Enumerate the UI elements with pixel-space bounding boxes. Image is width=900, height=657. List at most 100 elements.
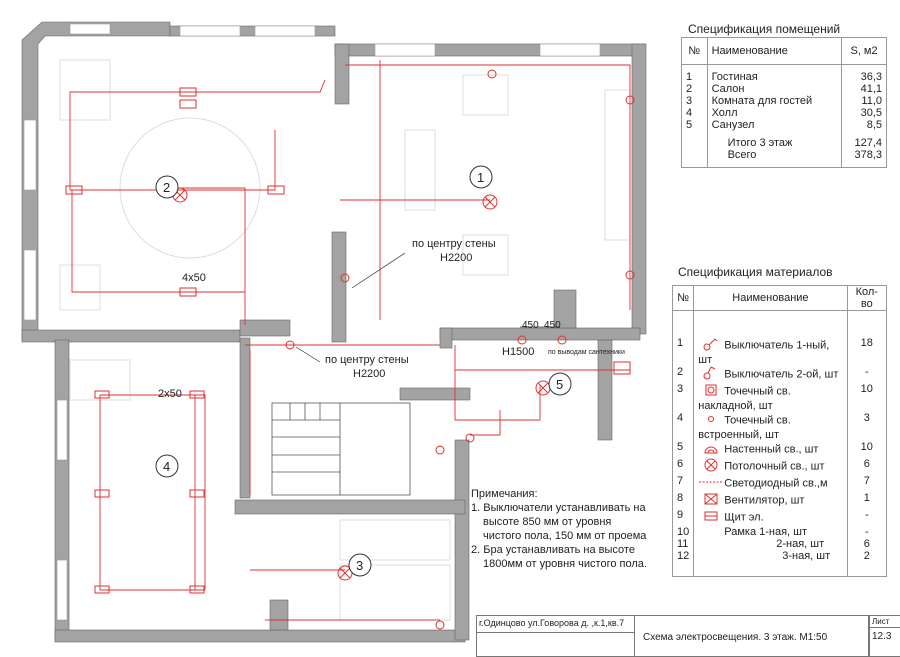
room-markers xyxy=(155,165,572,577)
switch-2-icon xyxy=(698,366,724,383)
cell-number: 1 xyxy=(672,337,695,366)
cell-number: 4 xyxy=(672,412,695,441)
material-name: Настенный св., шт xyxy=(724,443,819,456)
cell-number: 11 xyxy=(672,538,695,550)
material-name: Выключатель 2-ой, шт xyxy=(724,368,839,381)
note-line: 1. Выключатели устанавливать на xyxy=(471,502,646,514)
cell-quantity: 10 xyxy=(846,441,887,458)
table-header: № Наименование S, м2 xyxy=(681,37,887,65)
header-name: Наименование xyxy=(693,285,848,311)
material-name: Точечный св. накладной, шт xyxy=(698,385,791,412)
material-name: Светодиодный св.,м xyxy=(724,477,828,490)
material-name: 2-ная, шт xyxy=(776,538,825,550)
annotation-led-2x50: 2х50 xyxy=(158,388,182,400)
cell-quantity: 1 xyxy=(846,492,887,509)
cell-number: 9 xyxy=(672,509,695,526)
cell-number: 5 xyxy=(672,441,695,458)
cell-quantity: 10 xyxy=(846,383,887,412)
material-name: 3-ная, шт xyxy=(782,550,831,562)
room-number-1: 1 xyxy=(477,170,485,185)
cell-quantity: - xyxy=(846,366,887,383)
cell-area: 36,3 xyxy=(841,71,887,83)
table-row: 11 2-ная, шт 6 xyxy=(672,538,887,550)
cell-number: 2 xyxy=(672,366,695,383)
dimension-450-b: 450 xyxy=(544,320,561,331)
cell-number: 1 xyxy=(686,71,693,83)
header-number: № xyxy=(681,37,708,65)
cell-number: 12 xyxy=(672,550,695,562)
cell-quantity: - xyxy=(846,526,887,538)
total-floor-label: Итого 3 этаж xyxy=(706,137,842,149)
spotlights xyxy=(65,69,635,630)
header-number: № xyxy=(672,285,695,311)
cell-name: Холл xyxy=(706,107,842,119)
windows xyxy=(23,23,601,621)
led-strip-icon xyxy=(698,475,724,492)
note-line: чистого пола, 150 мм от проема xyxy=(483,530,647,542)
table-header: № Наименование Кол-во xyxy=(672,285,887,311)
drawing-title: Схема электросвещения. 3 этаж. М1:50 xyxy=(643,632,828,643)
cell-name: Потолочный св., шт xyxy=(694,458,847,475)
cell-name: Точечный св. накладной, шт xyxy=(694,383,847,412)
room-number-5: 5 xyxy=(556,377,564,392)
cell-number: 3 xyxy=(672,383,695,412)
cell-name: 2-ная, шт xyxy=(694,538,847,550)
cell-number: 7 xyxy=(672,475,695,492)
total-label: Всего xyxy=(706,149,842,168)
cell-area: 11,0 xyxy=(841,95,887,107)
cell-name: Щит эл. xyxy=(694,509,847,526)
cell-name: Настенный св., шт xyxy=(694,441,847,458)
recessed-spotlight-icon xyxy=(698,412,724,429)
cell-area: 41,1 xyxy=(841,83,887,95)
cell-name: Гостиная xyxy=(706,71,842,83)
header-area: S, м2 xyxy=(841,37,887,65)
material-spec-title: Спецификация материалов xyxy=(678,265,833,279)
total-value: 378,3 xyxy=(841,149,887,168)
cell-quantity: - xyxy=(846,509,887,526)
room-number-4: 4 xyxy=(163,459,171,474)
annotation-h2200-1: Н2200 xyxy=(440,252,473,264)
cell-name: 3-ная, шт xyxy=(694,550,847,562)
cell-number: 3 xyxy=(686,95,693,107)
annotation-h2200-2: Н2200 xyxy=(353,368,386,380)
ceiling-light-icon xyxy=(698,458,724,475)
notes-title: Примечания: xyxy=(471,488,538,500)
cell-quantity: 18 xyxy=(846,337,887,366)
dimension-450-a: 450 xyxy=(522,320,539,331)
notes: Примечания: 1. Выключатели устанавливать… xyxy=(471,487,647,571)
sheet-number: 12.3 xyxy=(872,631,892,642)
table-row: 8 Вентилятор, шт 1 xyxy=(672,492,887,509)
material-name: Точечный св. встроенный, шт xyxy=(698,414,791,441)
material-name: Потолочный св., шт xyxy=(724,460,825,473)
material-name: Вентилятор, шт xyxy=(724,494,805,507)
note-line: 1800мм от уровня чистого пола. xyxy=(483,558,647,570)
cell-quantity: 6 xyxy=(846,538,887,550)
cell-quantity: 2 xyxy=(846,550,887,562)
cell-number: 6 xyxy=(672,458,695,475)
room-spec-title: Спецификация помещений xyxy=(688,22,841,36)
cell-number: 8 xyxy=(672,492,695,509)
cell-quantity: 3 xyxy=(846,412,887,441)
cell-number: 10 xyxy=(672,526,695,538)
wall-light-icon xyxy=(698,441,724,458)
room-number-3: 3 xyxy=(356,558,364,573)
cell-name: Рамка 1-ная, шт xyxy=(694,526,847,538)
cell-name: Салон xyxy=(706,83,842,95)
cell-name: Выключатель 1-ный, шт xyxy=(694,337,847,366)
surface-spotlight-icon xyxy=(698,383,724,400)
cell-number: 4 xyxy=(686,107,693,119)
address: г.Одинцово ул.Говорова д. ,к.1,кв.7 xyxy=(477,616,635,633)
material-name: Щит эл. xyxy=(724,511,764,524)
annotation-led-4x50: 4х50 xyxy=(182,272,206,284)
cell-quantity: 7 xyxy=(846,475,887,492)
